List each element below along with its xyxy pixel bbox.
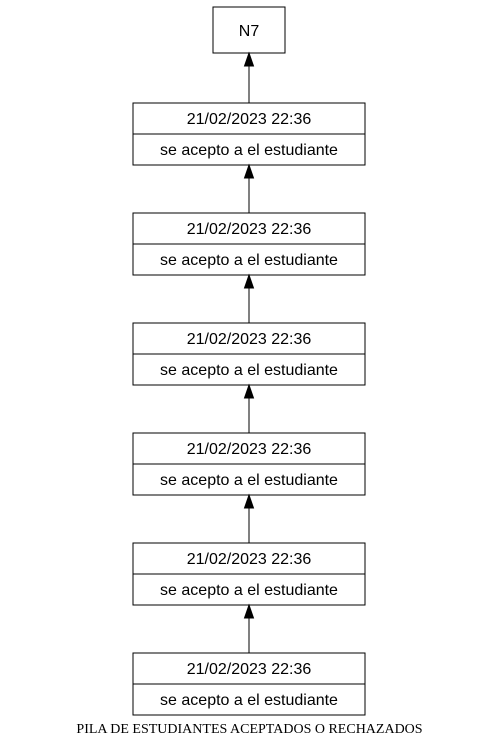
edges-layer bbox=[243, 51, 255, 653]
stack-record: 21/02/2023 22:36 se acepto a el estudiant… bbox=[132, 212, 366, 276]
stack-record: 21/02/2023 22:36 se acepto a el estudiant… bbox=[132, 652, 366, 716]
record-message: se acepto a el estudiante bbox=[160, 252, 338, 269]
top-node: N7 bbox=[212, 6, 286, 54]
record-message: se acepto a el estudiante bbox=[160, 582, 338, 599]
arrowhead-icon bbox=[243, 51, 255, 67]
record-message: se acepto a el estudiante bbox=[160, 692, 338, 709]
top-node-label: N7 bbox=[239, 23, 260, 40]
arrowhead-icon bbox=[243, 383, 255, 399]
stack-record: 21/02/2023 22:36 se acepto a el estudiant… bbox=[132, 542, 366, 606]
record-timestamp: 21/02/2023 22:36 bbox=[187, 111, 312, 128]
stack-arrow bbox=[243, 163, 255, 213]
record-message: se acepto a el estudiante bbox=[160, 472, 338, 489]
record-timestamp: 21/02/2023 22:36 bbox=[187, 331, 312, 348]
stack-arrow bbox=[243, 273, 255, 323]
record-message: se acepto a el estudiante bbox=[160, 142, 338, 159]
stack-arrow bbox=[243, 493, 255, 543]
stack-record: 21/02/2023 22:36 se acepto a el estudiant… bbox=[132, 322, 366, 386]
record-timestamp: 21/02/2023 22:36 bbox=[187, 551, 312, 568]
stack-diagram: N7 21/02/2023 22:36 se acepto a el estudi… bbox=[132, 6, 366, 716]
record-timestamp: 21/02/2023 22:36 bbox=[187, 661, 312, 678]
diagram-caption: PILA DE ESTUDIANTES ACEPTADOS O RECHAZAD… bbox=[76, 722, 423, 737]
stack-record: 21/02/2023 22:36 se acepto a el estudiant… bbox=[132, 102, 366, 166]
arrowhead-icon bbox=[243, 493, 255, 509]
stack-arrow bbox=[243, 383, 255, 433]
record-timestamp: 21/02/2023 22:36 bbox=[187, 221, 312, 238]
record-timestamp: 21/02/2023 22:36 bbox=[187, 441, 312, 458]
record-message: se acepto a el estudiante bbox=[160, 362, 338, 379]
arrowhead-icon bbox=[243, 273, 255, 289]
arrowhead-icon bbox=[243, 163, 255, 179]
stack-record: 21/02/2023 22:36 se acepto a el estudiant… bbox=[132, 432, 366, 496]
arrowhead-icon bbox=[243, 603, 255, 619]
stack-arrow bbox=[243, 51, 255, 103]
records-layer: 21/02/2023 22:36 se acepto a el estudiant… bbox=[132, 102, 366, 716]
stack-arrow bbox=[243, 603, 255, 653]
